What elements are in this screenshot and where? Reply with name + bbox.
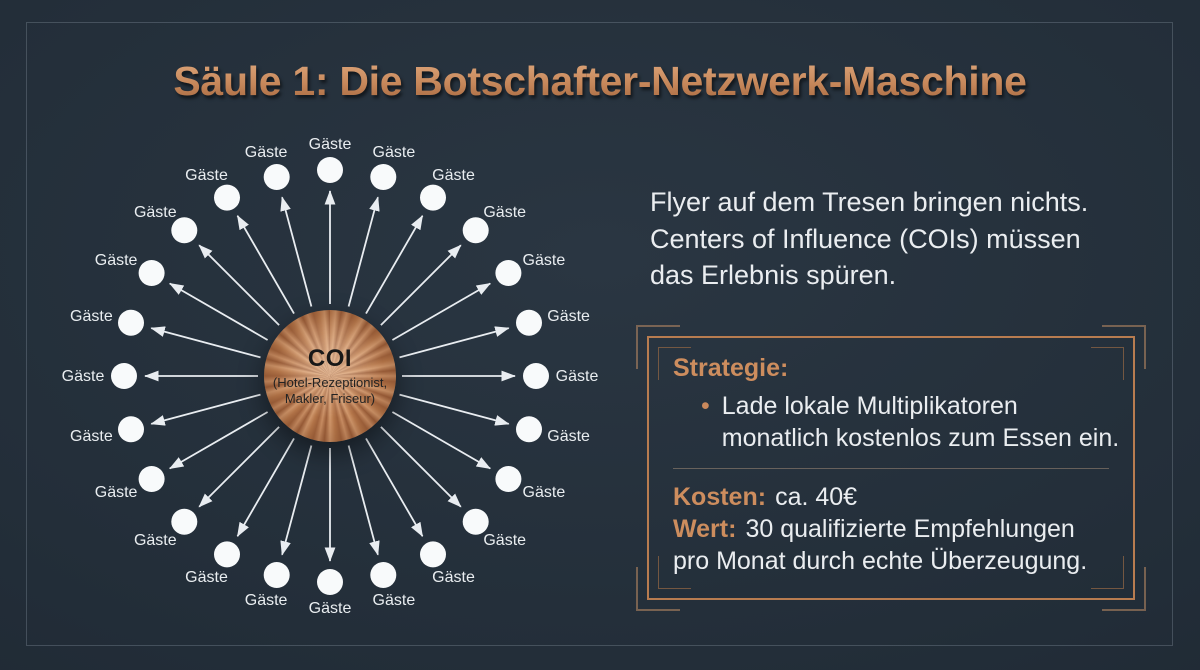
gaeste-label: Gäste xyxy=(62,368,105,385)
gaeste-node xyxy=(370,164,397,190)
gaeste-node xyxy=(462,217,489,244)
spoke-arrow xyxy=(150,393,261,426)
strategy-bullet-text: Lade lokale Multiplikatoren monatlich ko… xyxy=(722,390,1119,454)
strategy-bullet-line-1: Lade lokale Multiplikatoren xyxy=(721,392,1018,420)
wert-value-line-2: pro Monat durch echte Überzeugung. xyxy=(673,547,1088,575)
gaeste-node xyxy=(263,562,290,588)
wert-row: Wert: 30 qualifizierte Empfehlungen xyxy=(673,513,1109,545)
gaeste-label: Gäste xyxy=(134,532,177,549)
gaeste-label: Gäste xyxy=(185,569,228,586)
strategy-box-divider xyxy=(673,468,1109,469)
spoke-arrow xyxy=(380,244,462,326)
gaeste-node xyxy=(118,416,144,443)
intro-line-3: das Erlebnis spüren. xyxy=(650,260,897,290)
spoke-arrow xyxy=(198,426,280,508)
gaeste-node xyxy=(516,309,542,336)
gaeste-label: Gäste xyxy=(245,592,288,609)
spoke-arrow xyxy=(150,326,261,359)
coi-hub-sublabel-line1: (Hotel-Rezeptionist, xyxy=(272,375,388,390)
gaeste-node xyxy=(420,541,446,568)
wert-label: Wert: xyxy=(673,515,737,543)
spoke-arrow xyxy=(198,244,280,326)
spoke-arrow xyxy=(280,445,313,556)
page-title: Säule 1: Die Botschafter-Netzwerk-Maschi… xyxy=(0,58,1200,105)
gaeste-node xyxy=(420,184,446,211)
gaeste-label: Gäste xyxy=(245,144,288,161)
spoke-arrow xyxy=(169,411,269,470)
spoke-arrow xyxy=(380,426,462,508)
strategy-box: Strategie: • Lade lokale Multiplikatoren… xyxy=(636,325,1146,611)
gaeste-label: Gäste xyxy=(70,308,113,325)
gaeste-node xyxy=(516,416,542,443)
gaeste-label: Gäste xyxy=(309,136,352,153)
gaeste-node xyxy=(317,157,343,183)
kosten-value: ca. 40€ xyxy=(775,483,858,511)
gaeste-label: Gäste xyxy=(523,484,566,501)
gaeste-label: Gäste xyxy=(547,308,590,325)
strategy-bullet-item: • Lade lokale Multiplikatoren monatlich … xyxy=(673,390,1119,454)
gaeste-node xyxy=(138,260,165,286)
spoke-arrow xyxy=(347,196,380,307)
gaeste-label: Gäste xyxy=(373,144,416,161)
gaeste-node xyxy=(214,184,240,211)
gaeste-label: Gäste xyxy=(373,592,416,609)
gaeste-label: Gäste xyxy=(95,484,138,501)
wert-value-line-1: 30 qualifizierte Empfehlungen xyxy=(745,515,1075,543)
gaeste-node xyxy=(317,569,343,595)
spoke-arrow xyxy=(236,215,295,315)
bullet-icon: • xyxy=(701,392,710,420)
gaeste-node xyxy=(495,260,522,286)
gaeste-node xyxy=(214,541,240,568)
gaeste-label: Gäste xyxy=(483,532,526,549)
gaeste-node xyxy=(171,508,198,535)
gaeste-node xyxy=(263,164,290,190)
gaeste-label: Gäste xyxy=(523,252,566,269)
gaeste-label: Gäste xyxy=(432,569,475,586)
spoke-arrow xyxy=(347,445,380,556)
spoke-arrow xyxy=(365,215,424,315)
strategy-bullet-line-2: monatlich kostenlos zum Essen ein. xyxy=(721,424,1120,452)
gaeste-node xyxy=(523,363,549,389)
spoke-arrow xyxy=(399,393,510,426)
coi-hub: COI (Hotel-Rezeptionist, Makler, Friseur… xyxy=(264,310,396,442)
gaeste-label: Gäste xyxy=(95,252,138,269)
gaeste-label: Gäste xyxy=(556,368,599,385)
gaeste-node xyxy=(138,466,165,492)
gaeste-label: Gäste xyxy=(134,204,177,221)
strategy-heading: Strategie: xyxy=(673,354,789,382)
coi-hub-sublabel-line2: Makler, Friseur) xyxy=(284,391,376,406)
spoke-arrow xyxy=(365,437,424,537)
gaeste-label: Gäste xyxy=(309,600,352,617)
spoke-arrow xyxy=(391,282,491,341)
spoke-arrow xyxy=(280,196,313,307)
gaeste-node xyxy=(370,562,397,588)
coi-hub-label: COI xyxy=(307,345,353,372)
gaeste-label: Gäste xyxy=(483,204,526,221)
gaeste-node xyxy=(118,309,144,336)
intro-line-2: Centers of Influence (COIs) müssen xyxy=(650,223,1081,254)
spoke-arrow xyxy=(391,411,491,470)
gaeste-node xyxy=(171,217,198,244)
gaeste-label: Gäste xyxy=(70,428,113,445)
gaeste-label: Gäste xyxy=(547,428,590,445)
kosten-label: Kosten: xyxy=(673,483,767,511)
gaeste-node xyxy=(111,363,137,389)
spoke-arrow xyxy=(169,282,269,341)
gaeste-label: Gäste xyxy=(432,167,475,184)
spoke-arrow xyxy=(236,437,295,537)
spoke-arrow xyxy=(399,326,510,359)
intro-line-1: Flyer auf dem Tresen bringen nichts. xyxy=(650,187,1089,217)
intro-text: Flyer auf dem Tresen bringen nichts. Cen… xyxy=(650,184,1088,294)
gaeste-node xyxy=(462,508,489,535)
gaeste-label: Gäste xyxy=(185,167,228,184)
kosten-row: Kosten: ca. 40€ xyxy=(673,481,1109,513)
gaeste-node xyxy=(495,466,522,492)
